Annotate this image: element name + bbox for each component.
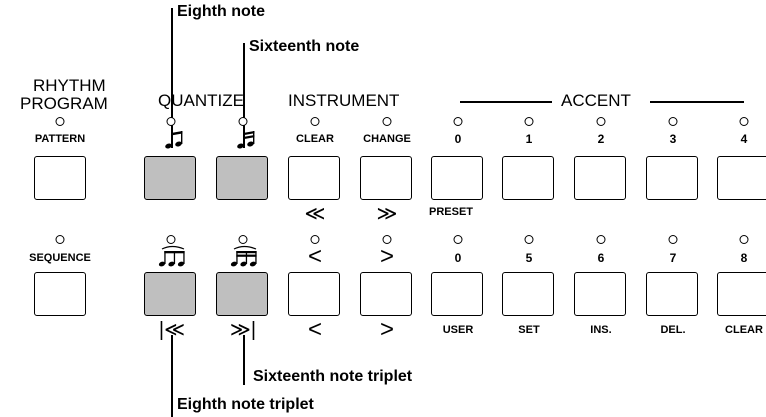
- label-change: CHANGE: [363, 133, 411, 145]
- accent-4-button[interactable]: [717, 156, 766, 200]
- label-b6: 6: [597, 251, 605, 265]
- ins-6-button[interactable]: [574, 272, 626, 316]
- led-change: [382, 117, 392, 126]
- forward-double-arrow: ≫: [376, 203, 398, 225]
- led-accent-4: [739, 117, 749, 126]
- callout-sixteenth-triplet: Sixteenth note triplet: [253, 368, 413, 385]
- label-b7: 7: [669, 251, 677, 265]
- rewind-double-arrow: ≪: [304, 203, 326, 225]
- heading-quantize: QUANTIZE: [158, 91, 244, 110]
- symbol-gt: >: [379, 243, 395, 270]
- eighth-note-icon: [165, 131, 183, 149]
- led-quantize-1: [166, 117, 176, 126]
- label-accent-1: 1: [525, 132, 533, 146]
- led-quantize-4: [238, 235, 248, 244]
- led-clear: [310, 117, 320, 126]
- label-accent-2: 2: [597, 132, 605, 146]
- forward-button[interactable]: [360, 272, 412, 316]
- led-accent-b7: [668, 235, 678, 244]
- label-sequence: SEQUENCE: [29, 252, 91, 264]
- callout-eighth-note: Eighth note: [177, 3, 265, 20]
- label-del: DEL.: [660, 324, 686, 336]
- skip-forward-icon: ≫|: [229, 319, 257, 341]
- set-5-button[interactable]: [502, 272, 554, 316]
- heading-accent: ACCENT: [561, 91, 631, 110]
- label-preset: PRESET: [428, 206, 474, 218]
- callout-eighth-triplet: Eighth note triplet: [177, 396, 314, 413]
- sixteenth-note-icon: [237, 131, 255, 149]
- led-quantize-3: [166, 235, 176, 244]
- eighth-triplet-icon: [158, 245, 185, 267]
- led-gt: [382, 235, 392, 244]
- heading-rhythm: RHYTHM: [33, 76, 106, 95]
- accent-1-button[interactable]: [502, 156, 554, 200]
- quantize-eighth-button[interactable]: [144, 156, 196, 200]
- label-set: SET: [518, 324, 540, 336]
- quantize-eighth-triplet-button[interactable]: [144, 272, 196, 316]
- label-ins: INS.: [590, 324, 612, 336]
- accent-rule-right: [650, 101, 744, 103]
- gt-below-icon: >: [379, 316, 395, 343]
- sixteenth-triplet-icon: [230, 245, 257, 267]
- led-quantize-2: [238, 117, 248, 126]
- clear-button[interactable]: [288, 156, 340, 200]
- label-pattern: PATTERN: [34, 133, 86, 145]
- user-0-button[interactable]: [431, 272, 483, 316]
- accent-2-button[interactable]: [574, 156, 626, 200]
- label-b5: 5: [525, 251, 533, 265]
- led-pattern: [55, 117, 65, 126]
- label-clear-bottom: CLEAR: [725, 324, 763, 336]
- callout-sixteenth-note: Sixteenth note: [249, 38, 360, 55]
- del-7-button[interactable]: [646, 272, 698, 316]
- led-accent-2: [596, 117, 606, 126]
- change-button[interactable]: [360, 156, 412, 200]
- label-accent-0: 0: [454, 132, 462, 146]
- label-accent-4: 4: [740, 132, 748, 146]
- led-accent-b8: [739, 235, 749, 244]
- sixteenth-triplet-leader: [243, 335, 245, 385]
- label-b0: 0: [454, 251, 462, 265]
- eighth-note-leader: [171, 8, 173, 148]
- pattern-button[interactable]: [34, 156, 86, 200]
- sequence-button[interactable]: [34, 272, 86, 316]
- lt-below-icon: <: [307, 316, 323, 343]
- skip-back-icon: |≪: [158, 319, 186, 341]
- led-accent-0: [453, 117, 463, 126]
- led-lt: [310, 235, 320, 244]
- eighth-triplet-leader: [171, 335, 173, 417]
- sixteenth-note-leader: [243, 43, 245, 148]
- label-clear: CLEAR: [296, 133, 334, 145]
- back-button[interactable]: [288, 272, 340, 316]
- led-accent-b6: [596, 235, 606, 244]
- quantize-sixteenth-button[interactable]: [216, 156, 268, 200]
- heading-program: PROGRAM: [20, 94, 108, 113]
- accent-0-button[interactable]: [431, 156, 483, 200]
- led-sequence: [55, 235, 65, 244]
- accent-3-button[interactable]: [646, 156, 698, 200]
- accent-rule-left: [460, 101, 552, 103]
- symbol-lt: <: [307, 243, 323, 270]
- label-user: USER: [442, 324, 474, 336]
- label-accent-3: 3: [669, 132, 677, 146]
- led-accent-b0: [453, 235, 463, 244]
- led-accent-3: [668, 117, 678, 126]
- clear-8-button[interactable]: [717, 272, 766, 316]
- heading-instrument: INSTRUMENT: [288, 91, 400, 110]
- led-accent-b5: [524, 235, 534, 244]
- label-b8: 8: [740, 251, 748, 265]
- led-accent-1: [524, 117, 534, 126]
- quantize-sixteenth-triplet-button[interactable]: [216, 272, 268, 316]
